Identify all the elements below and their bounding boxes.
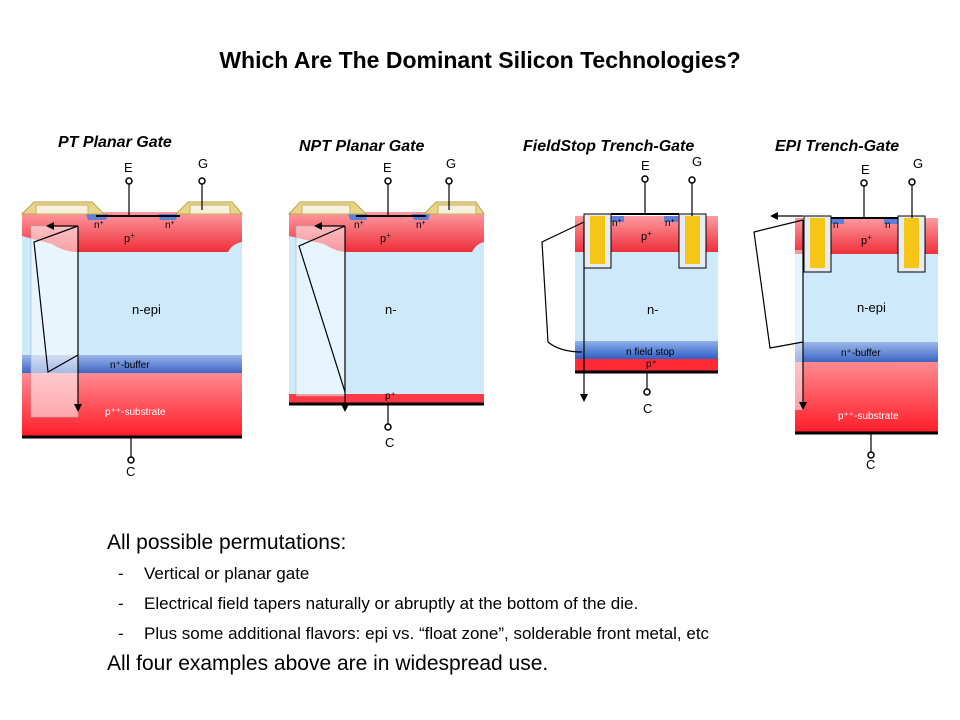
bullet-dash: - <box>118 624 124 643</box>
fs-drift-label: n- <box>647 302 659 317</box>
npt-p-label: p+ <box>380 231 391 246</box>
igbt-cross-sections: E G C n+ n+ p+ n-epi n⁺-buffer p⁺⁺-subst… <box>20 154 938 479</box>
diagram-title-epi-trench: EPI Trench-Gate <box>775 138 900 155</box>
fs-gate-label: G <box>692 154 702 169</box>
pt-gate-poly-right <box>189 204 231 215</box>
epi-emitter-label: E <box>861 162 870 177</box>
npt-drift-label: n- <box>385 302 397 317</box>
fs-n-plus-right <box>664 216 678 222</box>
epi-substrate-label: p⁺⁺-substrate <box>838 411 899 422</box>
list-item: - Plus some additional flavors: epi vs. “… <box>118 623 709 653</box>
fs-n-right-label: n+ <box>665 218 675 230</box>
npt-collector-label: C <box>385 435 394 450</box>
fs-n-left-label: n+ <box>612 218 622 230</box>
fs-field-stop-label: n field stop <box>626 347 675 358</box>
fs-p-label: p+ <box>641 229 652 244</box>
pt-buffer-label: n⁺-buffer <box>110 360 150 371</box>
epi-p-label: p+ <box>861 233 872 248</box>
epi-n-plus-right <box>884 218 898 224</box>
pt-p-label: p+ <box>124 231 135 246</box>
bullet-text: Electrical field tapers naturally or abr… <box>144 594 639 613</box>
epi-collector-terminal <box>867 451 875 459</box>
npt-n-right-label: n+ <box>416 220 426 232</box>
npt-gate-label: G <box>446 156 456 171</box>
epi-n-plus-left <box>830 218 844 224</box>
epi-collector-label: C <box>866 457 875 472</box>
bullet-text: Vertical or planar gate <box>144 564 310 583</box>
epi-trench-diagram: E G C n n p+ n-epi n⁺-buffer p⁺⁺-substra… <box>753 156 938 472</box>
epi-field-profile <box>753 219 804 349</box>
bullet-dash: - <box>118 594 124 613</box>
bullet-dash: - <box>118 564 124 583</box>
fs-field-arrow-down <box>580 394 588 402</box>
pt-field-overlay <box>30 225 79 418</box>
npt-planar-diagram: E G C n+ n+ p+ n- p⁺ <box>287 156 485 450</box>
fs-field-stop-layer <box>575 341 718 359</box>
pt-n-left-label: n+ <box>94 220 104 232</box>
npt-emitter-terminal <box>384 177 392 185</box>
fs-gate-terminal <box>688 176 696 184</box>
epi-gate-poly-right <box>904 218 919 268</box>
fs-emitter-label: E <box>641 158 650 173</box>
list-item: - Vertical or planar gate <box>118 563 709 593</box>
npt-emitter-label: E <box>383 160 392 175</box>
permutations-intro: All possible permutations: <box>107 531 347 554</box>
npt-n-left-label: n+ <box>354 220 364 232</box>
diagram-title-fieldstop-trench: FieldStop Trench-Gate <box>523 138 695 155</box>
diagram-title-pt-planar: PT Planar Gate <box>58 134 172 151</box>
fs-n-plus-left <box>610 216 624 222</box>
npt-field-arrow-down <box>341 404 349 412</box>
epi-n-right-label: n <box>885 220 891 231</box>
epi-buffer-layer <box>795 342 938 362</box>
epi-emitter-terminal <box>860 179 868 187</box>
epi-field-arrow-left <box>770 212 778 220</box>
pt-gate-label: G <box>198 156 208 171</box>
list-item: - Electrical field tapers naturally or ab… <box>118 593 709 623</box>
fieldstop-trench-diagram: E G C n+ n+ p+ n- n field stop p⁺ <box>541 154 718 416</box>
epi-field-arrow-down <box>799 402 807 410</box>
npt-collector-terminal <box>384 423 392 431</box>
diagram-title-npt-planar: NPT Planar Gate <box>299 138 425 155</box>
epi-drift-label: n-epi <box>857 300 886 315</box>
pt-collector-terminal <box>127 456 135 464</box>
epi-n-left-label: n <box>833 220 839 231</box>
fs-collector-terminal <box>643 388 651 396</box>
fs-emitter-terminal <box>641 175 649 183</box>
epi-field-overlay <box>791 250 803 410</box>
npt-gate-poly-right <box>437 204 477 215</box>
pt-emitter-terminal <box>125 177 133 185</box>
fs-backside-p <box>575 359 718 371</box>
epi-buffer-label: n⁺-buffer <box>841 348 881 359</box>
epi-substrate <box>795 362 938 432</box>
pt-gate-poly-left <box>35 204 89 215</box>
permutations-list: - Vertical or planar gate - Electrical fie… <box>118 563 709 653</box>
pt-field-arrow-down <box>74 404 82 412</box>
closing-statement: All four examples above are in widesprea… <box>107 652 549 675</box>
fs-backside-label: p⁺ <box>646 359 657 370</box>
npt-backside-label: p⁺ <box>385 391 396 402</box>
pt-emitter-label: E <box>124 160 133 175</box>
npt-field-profile <box>298 225 346 393</box>
pt-n-right-label: n+ <box>165 220 175 232</box>
epi-gate-poly-left <box>810 218 825 268</box>
npt-gate-terminal <box>445 177 453 185</box>
pt-drift-label: n-epi <box>132 302 161 317</box>
npt-field-arrow-left <box>314 222 322 230</box>
pt-substrate-label: p⁺⁺-substrate <box>105 407 166 418</box>
slide-title: Which Are The Dominant Silicon Technolog… <box>219 47 741 73</box>
npt-backside-p <box>289 394 484 403</box>
bullet-text: Plus some additional flavors: epi vs. “f… <box>144 624 710 643</box>
fs-field-profile <box>541 221 585 353</box>
fs-gate-poly-left <box>590 216 605 264</box>
pt-field-arrow-left <box>46 222 54 230</box>
pt-field-profile <box>33 225 79 373</box>
epi-gate-label: G <box>913 156 923 171</box>
fs-gate-poly-right <box>685 216 700 264</box>
epi-gate-terminal <box>908 178 916 186</box>
pt-gate-terminal <box>198 177 206 185</box>
pt-planar-diagram: E G C n+ n+ p+ n-epi n⁺-buffer p⁺⁺-subst… <box>20 156 244 479</box>
npt-gate-poly-left <box>301 204 351 215</box>
pt-collector-label: C <box>126 464 135 479</box>
fs-collector-label: C <box>643 401 652 416</box>
